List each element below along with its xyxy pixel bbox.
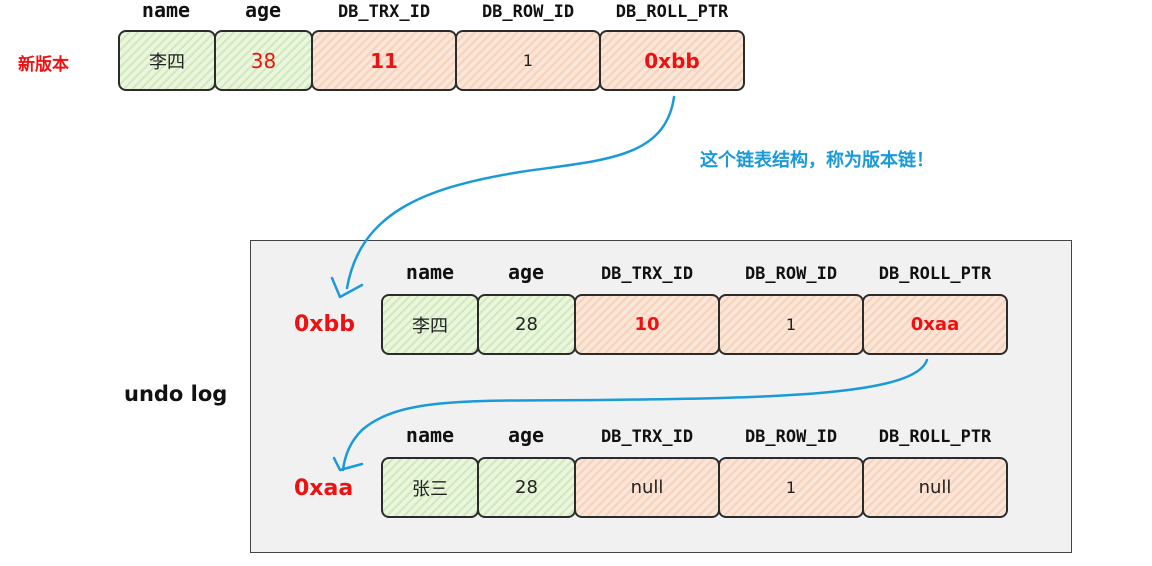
undo-2-roll-ptr-cell: null — [862, 457, 1008, 518]
undo-1-roll-ptr-cell: 0xaa — [862, 294, 1008, 355]
undo-1-row-id-cell: 1 — [718, 294, 864, 355]
undo-2-header-db-row-id: DB_ROW_ID — [744, 427, 838, 447]
new-version-age-cell: 38 — [214, 30, 313, 91]
undo-2-age-cell: 28 — [477, 457, 576, 518]
new-version-trx-id-cell: 11 — [311, 30, 457, 91]
header-db-roll-ptr: DB_ROLL_PTR — [615, 2, 729, 22]
record-address-0xaa: 0xaa — [294, 476, 354, 501]
new-version-roll-ptr-cell: 0xbb — [599, 30, 745, 91]
undo-2-row-id-cell: 1 — [718, 457, 864, 518]
undo-2-header-db-roll-ptr: DB_ROLL_PTR — [878, 427, 992, 447]
version-chain-note: 这个链表结构，称为版本链！ — [700, 150, 934, 171]
record-address-0xbb: 0xbb — [294, 312, 355, 337]
undo-2-header-name: name — [405, 423, 455, 447]
header-db-row-id: DB_ROW_ID — [481, 2, 575, 22]
undo-1-trx-id-cell: 10 — [574, 294, 720, 355]
undo-2-name-cell: 张三 — [381, 457, 479, 518]
arrowhead-0xbb — [330, 276, 364, 299]
undo-1-header-db-row-id: DB_ROW_ID — [744, 264, 838, 284]
undo-1-age-cell: 28 — [477, 294, 576, 355]
header-db-trx-id: DB_TRX_ID — [337, 2, 431, 22]
undo-2-header-db-trx-id: DB_TRX_ID — [600, 427, 694, 447]
undo-2-trx-id-cell: null — [574, 457, 720, 518]
undo-1-header-db-roll-ptr: DB_ROLL_PTR — [878, 264, 992, 284]
arrowhead-0xaa — [332, 456, 364, 472]
new-version-name-cell: 李四 — [118, 30, 216, 91]
undo-1-header-age: age — [507, 260, 545, 284]
undo-2-header-age: age — [507, 423, 545, 447]
undo-1-name-cell: 李四 — [381, 294, 479, 355]
header-age: age — [244, 0, 282, 22]
new-version-label: 新版本 — [18, 55, 69, 75]
arrow-0xbb-to-0xaa — [341, 358, 929, 472]
arrow-new-to-0xbb — [345, 95, 676, 290]
new-version-row-id-cell: 1 — [455, 30, 601, 91]
undo-log-label: undo log — [124, 382, 228, 406]
header-name: name — [141, 0, 191, 22]
undo-1-header-name: name — [405, 260, 455, 284]
undo-1-header-db-trx-id: DB_TRX_ID — [600, 264, 694, 284]
